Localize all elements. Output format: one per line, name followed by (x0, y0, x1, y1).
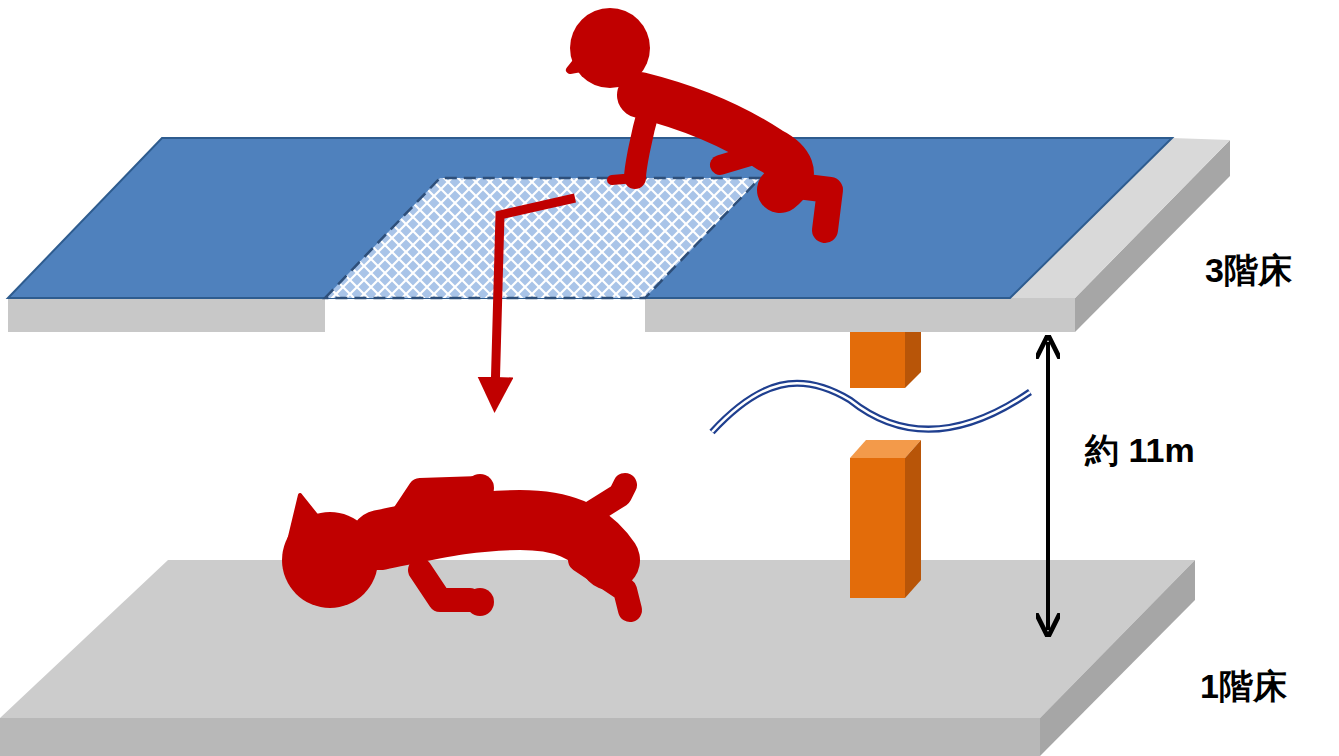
first-floor-slab (0, 560, 1195, 756)
worker-figure (570, 8, 830, 230)
floor-label: 3階床 (1205, 252, 1292, 289)
break-wave (712, 383, 1030, 432)
broken-column (850, 316, 921, 598)
height-dimension-label: 約 11m (1085, 432, 1195, 469)
third-floor-slab (8, 138, 1230, 332)
fall-arrow (495, 198, 575, 395)
fallen-worker-figure (282, 474, 630, 616)
height-dimension (1046, 342, 1050, 630)
floor-label: 1階床 (1200, 668, 1287, 705)
